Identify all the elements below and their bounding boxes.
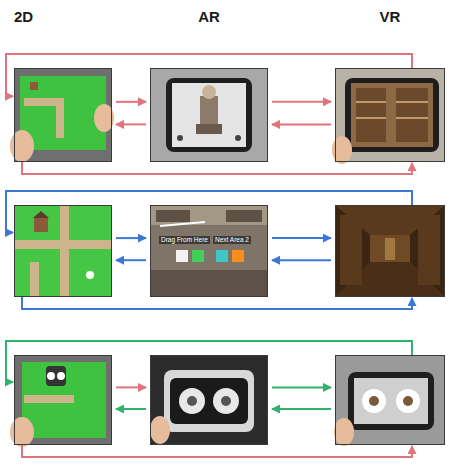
flow-arrow (116, 101, 146, 103)
flow-arrow (6, 191, 412, 233)
column-heading: 2D (14, 8, 33, 25)
photo-ar-row3 (150, 355, 268, 445)
photo-2d-row2 (14, 205, 112, 297)
photo-panel (14, 205, 112, 297)
flow-arrow (116, 408, 146, 410)
photo-2d-row1 (10, 68, 114, 162)
photo-2d-row3 (10, 355, 112, 447)
photo-panel (335, 205, 445, 297)
flow-arrow (22, 445, 412, 457)
photo-vr-row3 (334, 355, 445, 446)
photo-panel (14, 68, 112, 162)
flow-arrow (272, 237, 331, 239)
photo-vr-row1 (332, 68, 445, 164)
screen-label: Next Area 2 (213, 236, 251, 244)
flow-arrow (116, 123, 146, 125)
flow-arrow (272, 123, 331, 125)
photo-panel (150, 355, 268, 445)
flow-arrow (22, 162, 412, 174)
flow-arrow (272, 259, 331, 261)
photo-ar-row1 (150, 68, 268, 162)
column-heading: AR (198, 8, 220, 25)
flow-arrow (272, 386, 331, 388)
screen-label: Drag From Here (159, 236, 210, 244)
flow-arrow (116, 237, 146, 239)
flow-arrow (116, 259, 146, 261)
photo-panel (14, 355, 112, 445)
flow-arrow (116, 386, 146, 388)
photo-panel (335, 68, 445, 162)
column-heading: VR (380, 8, 401, 25)
photo-panel (150, 68, 268, 162)
flow-arrow (6, 341, 412, 382)
flow-arrow (6, 54, 412, 96)
flow-arrow (272, 101, 331, 103)
flow-arrow (272, 408, 331, 410)
photo-ar-row2 (150, 205, 268, 297)
photo-vr-row2 (335, 205, 445, 297)
photo-panel: Drag From HereNext Area 2 (150, 205, 268, 297)
photo-panel (335, 355, 445, 445)
flow-arrow (22, 297, 412, 309)
